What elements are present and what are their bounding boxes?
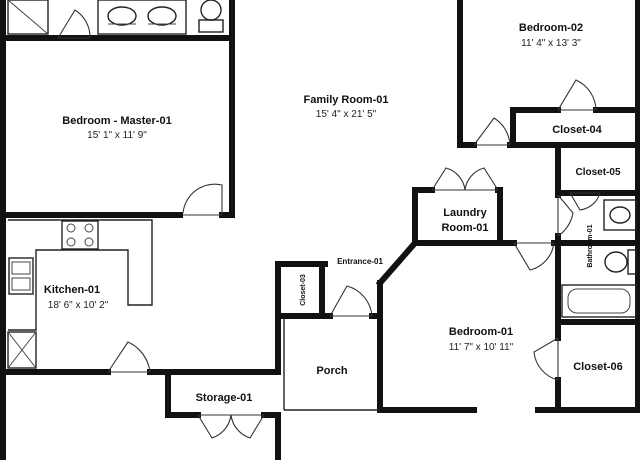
room-dimensions: 11' 4" x 13' 3" — [521, 38, 581, 49]
room-name: Bedroom-02 — [519, 22, 583, 34]
room-dimensions: 18' 6" x 10' 2" — [48, 300, 109, 311]
room-dimensions: 15' 1" x 11' 9" — [87, 130, 147, 141]
shower-fixture — [7, 0, 49, 35]
room-label-porch: Porch — [316, 365, 347, 377]
room-label-entrance: Entrance-01 — [337, 257, 383, 266]
toilet-fixture — [198, 0, 224, 33]
room-name: Bedroom-01 — [449, 326, 513, 338]
room-label-kitchen: Kitchen-01 18' 6" x 10' 2" — [44, 284, 109, 311]
room-label-laundry: Laundry Room-01 — [441, 207, 488, 234]
room-label-bathroom-01: Bathroom-01 — [587, 224, 594, 267]
room-label-bedroom-master: Bedroom - Master-01 15' 1" x 11' 9" — [62, 115, 171, 141]
kitchen-counter — [7, 219, 153, 369]
doors — [57, 9, 601, 439]
room-label-bedroom-02: Bedroom-02 11' 4" x 13' 3" — [519, 22, 583, 49]
room-label-storage: Storage-01 — [196, 392, 253, 404]
bathroom-fixtures — [561, 199, 637, 318]
room-name-line1: Laundry — [443, 207, 487, 219]
room-label-bedroom-01: Bedroom-01 11' 7" x 10' 11" — [449, 326, 514, 353]
room-label-family-room: Family Room-01 15' 4" x 21' 5" — [304, 94, 389, 120]
room-label-closet-05: Closet-05 — [575, 167, 620, 178]
double-vanity-fixture — [97, 0, 187, 35]
room-label-closet-04: Closet-04 — [552, 124, 602, 136]
room-label-closet-03: Closet-03 — [300, 274, 307, 306]
room-label-closet-06: Closet-06 — [573, 361, 623, 373]
room-name: Family Room-01 — [304, 94, 389, 106]
room-name-line2: Room-01 — [441, 222, 488, 234]
room-dimensions: 15' 4" x 21' 5" — [316, 109, 377, 120]
room-name: Bedroom - Master-01 — [62, 115, 171, 127]
room-dimensions: 11' 7" x 10' 11" — [449, 342, 514, 353]
room-name: Kitchen-01 — [44, 284, 100, 296]
